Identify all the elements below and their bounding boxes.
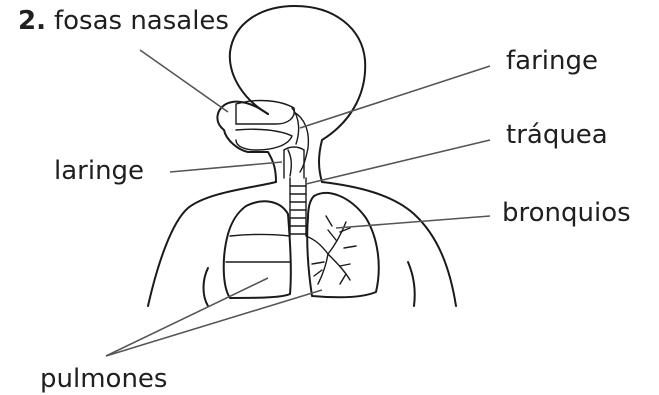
leader-bronquios <box>336 216 490 228</box>
leader-pulmones-right <box>106 290 322 356</box>
label-fosas-nasales-row: 2. fosas nasales <box>18 8 229 34</box>
leader-laringe <box>170 162 282 172</box>
label-bronquios: bronquios <box>502 200 631 226</box>
leader-pulmones-left <box>106 278 268 356</box>
body-outline <box>148 6 456 306</box>
leader-fosas-nasales <box>140 50 228 112</box>
trachea-drawing <box>284 147 306 236</box>
figure-number: 2. <box>18 6 46 36</box>
label-fosas-nasales: fosas nasales <box>54 6 229 36</box>
leader-traquea <box>306 140 490 184</box>
right-lung-drawing <box>306 193 379 297</box>
leader-faringe <box>300 66 490 128</box>
label-faringe: faringe <box>506 48 598 74</box>
label-laringe: laringe <box>54 158 144 184</box>
label-pulmones: pulmones <box>40 366 167 392</box>
label-traquea: tráquea <box>506 122 608 148</box>
leader-lines <box>106 50 490 356</box>
nasal-cavity-drawing <box>236 101 299 150</box>
